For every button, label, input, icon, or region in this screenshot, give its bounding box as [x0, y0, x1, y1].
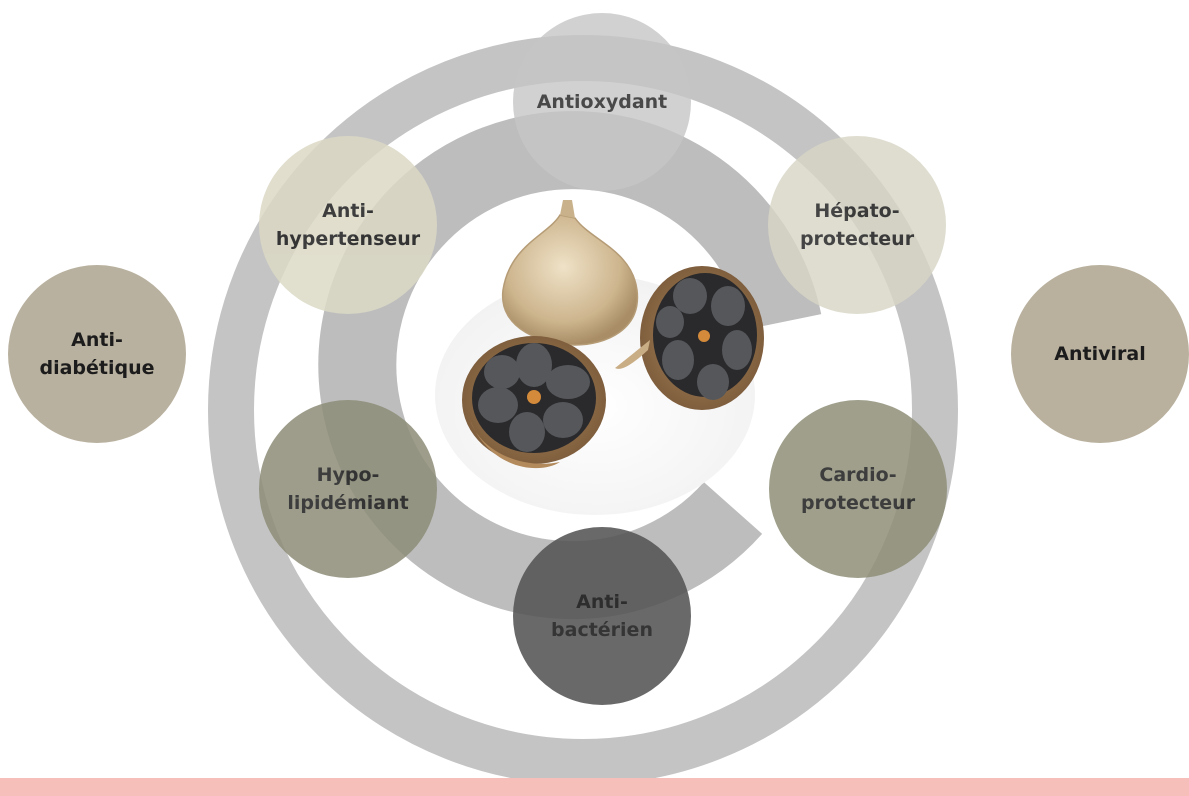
- node-cardioprotecteur: Cardio- protecteur: [769, 400, 947, 578]
- node-antiviral: Antiviral: [1011, 265, 1189, 443]
- node-label-antiviral: Antiviral: [1054, 340, 1145, 368]
- node-antihypertenseur: Anti- hypertenseur: [259, 136, 437, 314]
- node-hepatoprotecteur: Hépato- protecteur: [768, 136, 946, 314]
- node-label-antidiabetique: Anti- diabétique: [39, 326, 154, 382]
- node-label-antioxydant: Antioxydant: [537, 88, 668, 116]
- node-antibacterien: Anti- bactérien: [513, 527, 691, 705]
- node-label-hepatoprotecteur: Hépato- protecteur: [800, 197, 914, 253]
- node-label-cardioprotecteur: Cardio- protecteur: [801, 461, 915, 517]
- node-hypolipidemiant: Hypo- lipidémiant: [259, 400, 437, 578]
- node-label-antibacterien: Anti- bactérien: [551, 588, 653, 644]
- node-antioxydant: Antioxydant: [513, 13, 691, 191]
- node-label-hypolipidemiant: Hypo- lipidémiant: [287, 461, 408, 517]
- whole-garlic-bulb: [503, 215, 638, 345]
- node-label-antihypertenseur: Anti- hypertenseur: [276, 197, 420, 253]
- bottom-band: [0, 778, 1189, 796]
- node-antidiabetique: Anti- diabétique: [8, 265, 186, 443]
